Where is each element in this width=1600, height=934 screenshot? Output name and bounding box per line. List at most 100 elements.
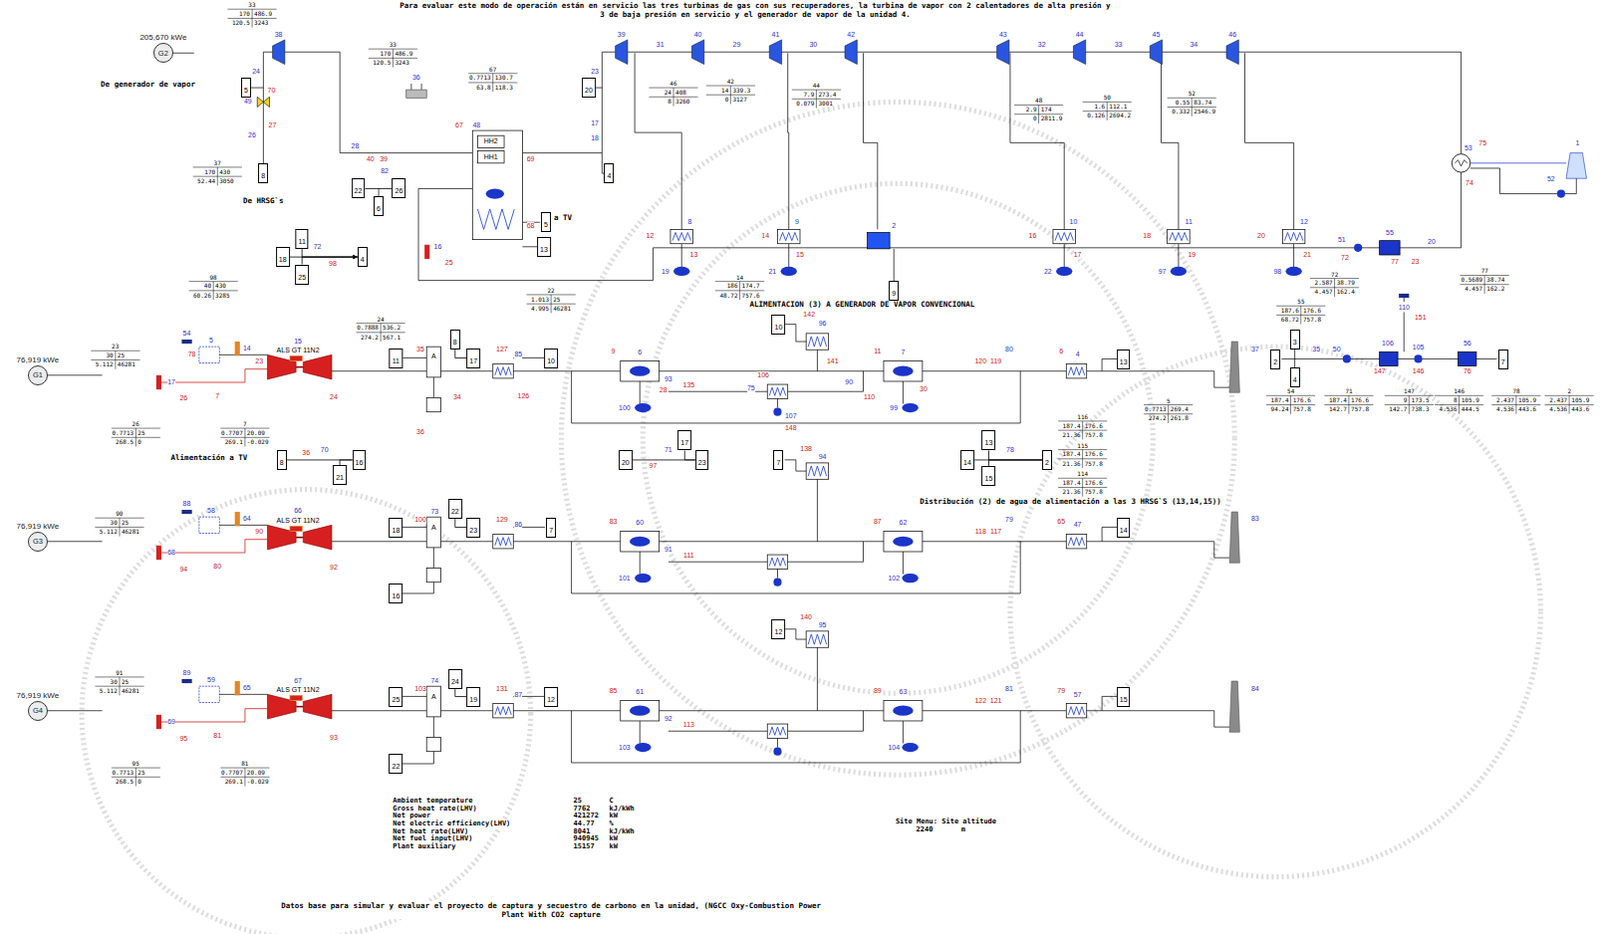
heat-exchanger (767, 554, 788, 569)
pipe-line (922, 370, 1067, 372)
pipe-connector (988, 460, 1042, 467)
connector-tag: 23 (695, 450, 710, 471)
control-valve (257, 96, 269, 107)
stream-number: 76 (1463, 367, 1472, 376)
watermark (81, 490, 532, 934)
callout-number: 40 (694, 30, 703, 39)
tag-number: 14 (1119, 527, 1128, 534)
connector-tag: 14 (1116, 518, 1131, 538)
summary-text: Net fuel input(LHV) (392, 836, 473, 845)
table-cell: 174.7 (742, 282, 761, 290)
stream-number: 12 (646, 232, 655, 241)
tag-number: 17 (469, 357, 478, 365)
pipe-line (627, 51, 1239, 53)
combustor (289, 526, 302, 532)
stream-number: 120 (974, 357, 987, 366)
mixer (426, 517, 441, 548)
table-cell: 443.6 (1518, 406, 1537, 414)
connector-tag: 25 (294, 265, 309, 285)
table-cell: 146 (1453, 388, 1465, 396)
callout-number: 59 (207, 676, 216, 685)
callout-number: 2 (891, 223, 896, 232)
table-cell: 4.995 (531, 305, 549, 313)
mixer (426, 686, 441, 718)
pipe-line (816, 479, 818, 541)
table-cell: 0.332 (1171, 108, 1190, 116)
pump (1342, 354, 1351, 363)
connector-tag: 5a TV (540, 212, 551, 233)
tag-number: 22 (354, 187, 363, 195)
table-cell: 186 (727, 282, 739, 290)
callout-number: 63 (899, 689, 908, 698)
table-rule (550, 294, 552, 313)
generator-id: G3 (32, 536, 43, 546)
pipe-line (788, 541, 864, 562)
tag-number: 13 (1119, 358, 1128, 366)
pipe-line (402, 752, 435, 765)
fuel-line (161, 709, 267, 723)
table-cell: 0 (725, 96, 730, 104)
pipe-line (922, 710, 1067, 712)
table-cell: 339.3 (732, 86, 751, 94)
tag-number: 18 (391, 527, 400, 534)
callout-number: 55 (1385, 229, 1394, 238)
callout-number: 89 (183, 669, 192, 678)
connector-tag: 11 (389, 348, 403, 369)
stream-number: 34 (453, 394, 462, 403)
table-cell: 0.7888 (356, 324, 379, 332)
tag-note: a TV (553, 213, 572, 223)
stream-number: 20 (1257, 232, 1266, 241)
callout-number: 56 (1463, 339, 1472, 348)
connector-tag: 24 (448, 669, 463, 690)
pipe-line (402, 696, 428, 698)
callout-number: 65 (243, 685, 252, 694)
hp-drum-module (620, 701, 660, 722)
component-label: ALS GT 11N2 (276, 687, 320, 696)
table-cell: 142.7 (1329, 406, 1347, 414)
steam-drum (629, 706, 650, 717)
table-cell: 757.8 (1303, 316, 1322, 324)
note: ALIMENTACION (3) A GENERADOR DE VAPOR CO… (750, 300, 976, 309)
connector-tag: 22 (351, 178, 366, 199)
callout-number: 17 (167, 378, 176, 387)
pipe-line (659, 370, 884, 372)
generator-shaft (172, 52, 195, 54)
heat-exchanger-coil (495, 707, 512, 716)
tag-number: 7 (1501, 358, 1506, 366)
pipe-line (639, 551, 641, 575)
combustor (289, 695, 302, 701)
table-cell: 738.3 (1411, 406, 1430, 414)
pipe-line (522, 51, 615, 153)
tag-number: 25 (391, 696, 400, 704)
summary-text: kW (608, 836, 617, 845)
component-label: A (431, 524, 437, 533)
heat-exchanger (777, 229, 800, 244)
table-cell: 486.9 (394, 49, 413, 57)
stream-number: 106 (757, 371, 770, 380)
callout-number: 43 (999, 30, 1008, 39)
summary-text: kJ/kWh (608, 828, 634, 837)
tag-number: 12 (546, 696, 555, 704)
callout-number: 95 (818, 621, 827, 630)
table-cell: 187.4 (1063, 451, 1081, 459)
table-cell: 55 (1297, 298, 1305, 306)
stream-number: 36 (416, 428, 425, 437)
steam-drum (892, 536, 913, 547)
generator-shaft (46, 540, 102, 542)
hp-section (477, 151, 505, 164)
callout-number: 60 (635, 520, 644, 529)
tag-number: 11 (392, 357, 400, 365)
power-output: 205,670 kWe (139, 32, 187, 42)
table-cell: 44 (812, 82, 820, 90)
table-rule (1038, 104, 1040, 123)
callout-number: 34 (1189, 40, 1198, 49)
steam-turbine (272, 39, 285, 65)
gas-turbine (302, 694, 332, 720)
generator-circle: 205,670 kWeG2 (153, 42, 174, 63)
table-cell: 269.1 (225, 779, 244, 787)
pipe-line (1177, 244, 1179, 268)
callout-number: 61 (635, 689, 644, 698)
summary-text: 7762 (573, 805, 591, 814)
steam-turbine (844, 39, 857, 65)
drain-tank (1170, 266, 1187, 276)
